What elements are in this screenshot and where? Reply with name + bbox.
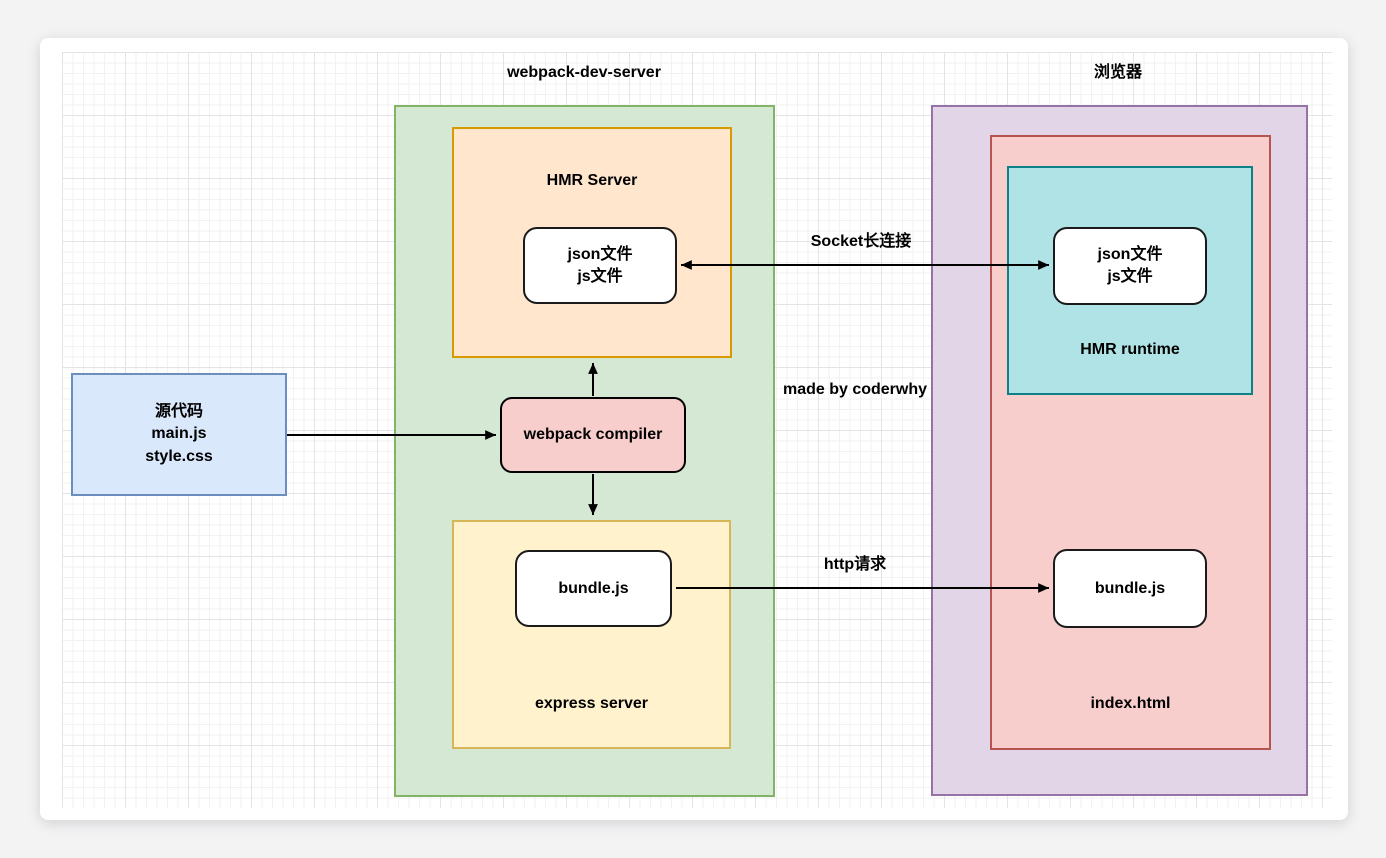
source-code-line3: style.css: [145, 447, 213, 465]
browser-bundle-box: bundle.js: [1053, 549, 1207, 628]
index-html-label: index.html: [1090, 695, 1171, 712]
webpack-compiler-box: webpack compiler: [500, 397, 686, 473]
hmr-server-label: HMR Server: [546, 172, 638, 189]
source-code-line2: main.js: [151, 425, 207, 443]
hmr-server-files-line2: js文件: [577, 267, 623, 285]
diagram-canvas: webpack-dev-server 浏览器 HMR Server json文件…: [40, 38, 1348, 820]
express-bundle-box: bundle.js: [515, 550, 672, 627]
watermark-text: made by coderwhy: [782, 381, 928, 398]
http-edge-label: http请求: [823, 556, 887, 573]
hmr-runtime-files-line2: js文件: [1107, 268, 1153, 285]
browser-bundle-label: bundle.js: [1094, 579, 1166, 597]
hmr-runtime-files-box: json文件 js文件: [1053, 227, 1207, 305]
hmr-runtime-files-line1: json文件: [1097, 246, 1163, 264]
dev-server-title: webpack-dev-server: [507, 64, 661, 81]
express-bundle-label: bundle.js: [558, 579, 629, 597]
webpack-compiler-label: webpack compiler: [523, 426, 663, 443]
source-code-box: 源代码 main.js style.css: [71, 373, 287, 496]
hmr-runtime-label: HMR runtime: [1080, 341, 1180, 358]
hmr-server-files-box: json文件 js文件: [523, 227, 677, 304]
hmr-server-files-line1: json文件: [567, 245, 633, 263]
express-server-label: express server: [535, 695, 648, 712]
source-code-line1: 源代码: [154, 402, 203, 420]
socket-edge-label: Socket长连接: [810, 233, 912, 250]
browser-title: 浏览器: [1093, 64, 1142, 81]
